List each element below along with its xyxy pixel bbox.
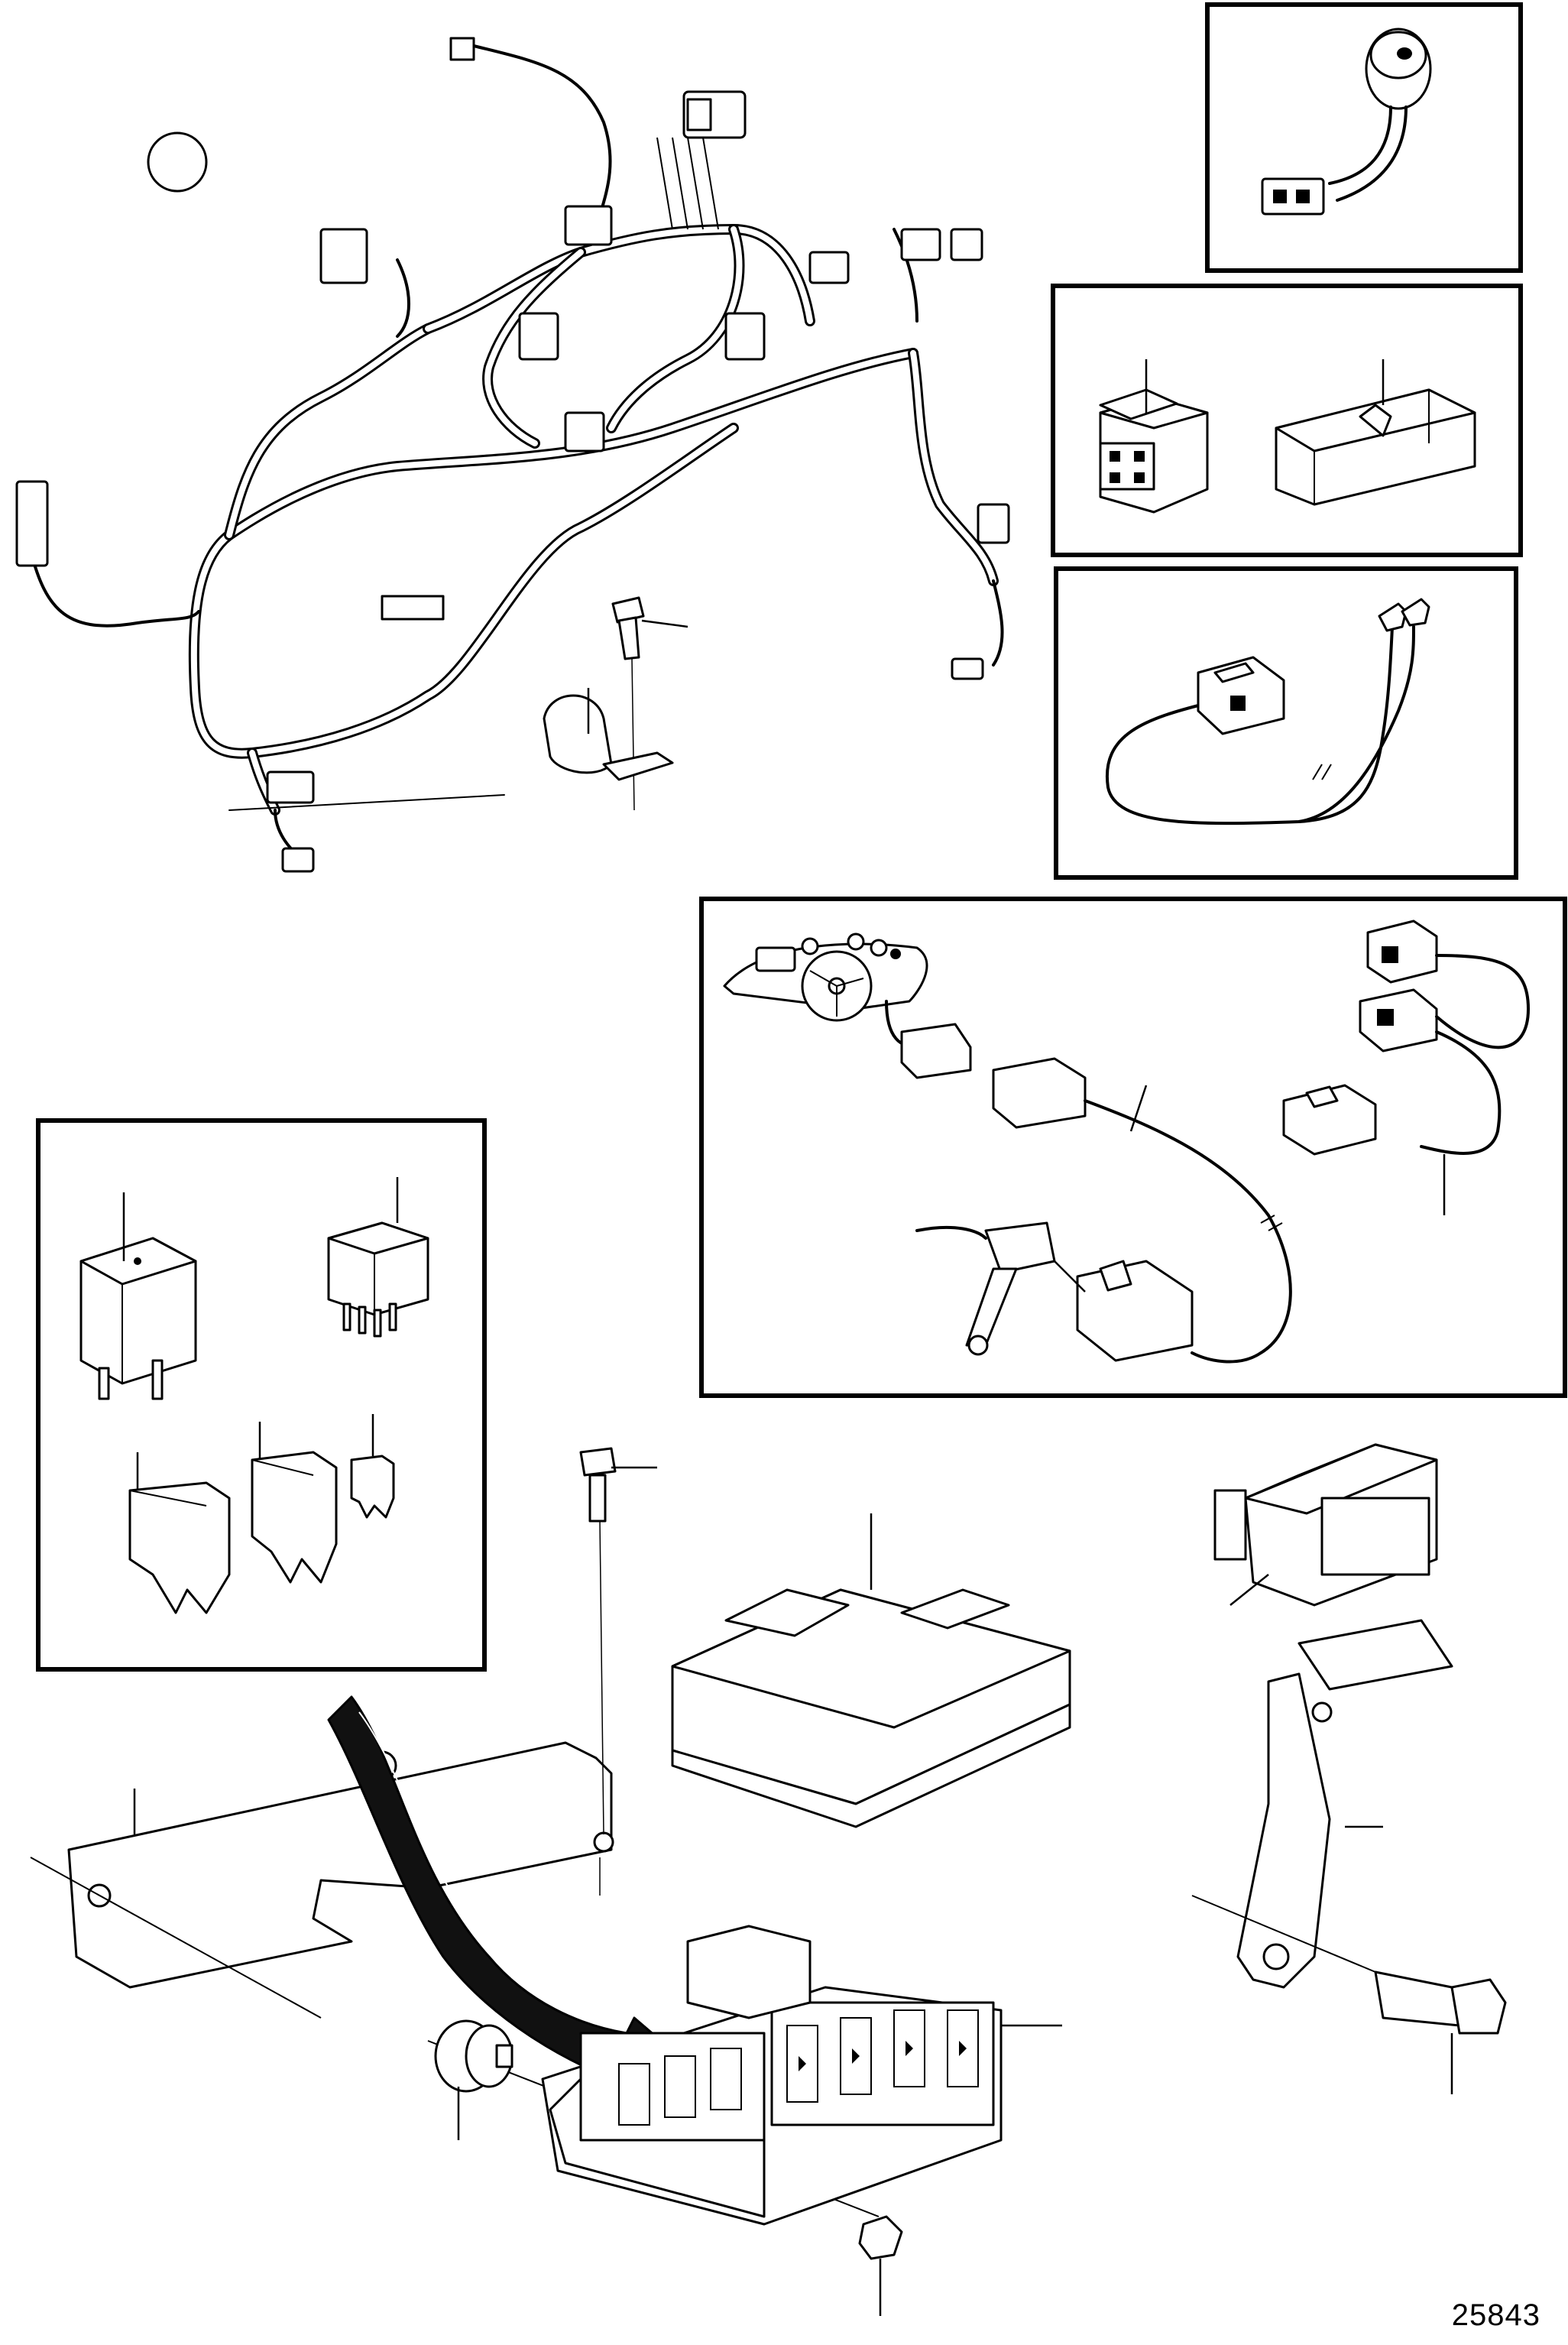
bolt-and-clamp [543,596,688,811]
dashboard-harness-frame [699,897,1567,1398]
index-circle [147,131,208,193]
main-wiring-harness [15,37,1010,873]
connectors-frame [1051,284,1523,557]
drawing-number: 25843 [1451,2298,1540,2332]
relays-fuses-frame [36,1118,487,1672]
sensor-frame [1205,2,1523,273]
fuse-box-assembly [30,1443,1507,2316]
sensor-cable-frame [1054,566,1518,880]
